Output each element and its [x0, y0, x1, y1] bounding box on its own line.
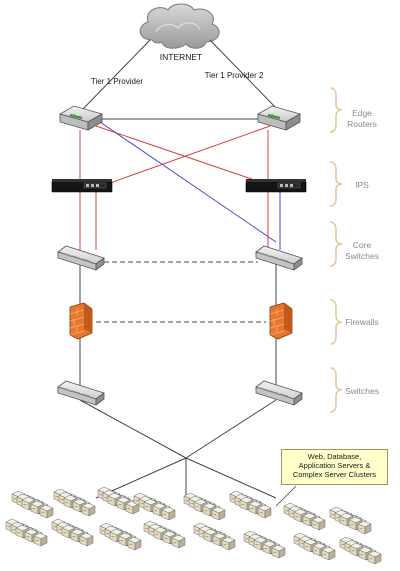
switch-icon-access-left — [57, 380, 105, 406]
server-icon — [357, 520, 372, 535]
tier-label-core: Core Switches — [345, 240, 379, 261]
server-icon — [81, 502, 96, 517]
svg-text:Switches: Switches — [345, 251, 379, 261]
server-icon — [161, 506, 176, 521]
firewall-icon-left — [69, 302, 93, 340]
server-icon — [79, 532, 94, 547]
callout-server-clusters: Web, Database, Application Servers & Com… — [281, 449, 388, 485]
tier-label-edge: Edge Routers — [347, 108, 377, 129]
ips-appliance-icon-right — [245, 178, 307, 193]
ips-appliance-icon-left — [51, 178, 113, 193]
router-icon-right — [257, 105, 301, 131]
server-icon — [39, 504, 54, 519]
tier-label-ips: IPS — [355, 180, 369, 190]
switch-icon-core-right — [255, 245, 303, 271]
tier-label-firewalls: Firewalls — [345, 317, 379, 327]
callout-line-2: Application Servers & — [298, 461, 371, 470]
bracket-core — [329, 221, 343, 267]
callout-line-1: Web, Database, — [307, 452, 362, 461]
switch-icon-access-right — [255, 380, 303, 406]
server-icon — [171, 534, 186, 549]
provider-links — [81, 39, 279, 111]
bracket-ips — [329, 161, 343, 207]
router-icon-left — [59, 105, 103, 131]
cloud-icon — [139, 3, 220, 49]
server-farm — [5, 486, 382, 565]
bracket-switches — [329, 367, 343, 413]
server-icon — [33, 532, 48, 547]
server-icon — [211, 506, 226, 521]
provider-right-label: Tier 1 Provider 2 — [205, 71, 264, 80]
bracket-firewalls — [329, 299, 343, 345]
server-icon — [367, 550, 382, 565]
server-icon — [311, 516, 326, 531]
server-icon — [221, 536, 236, 551]
svg-text:Core: Core — [353, 240, 372, 250]
svg-text:Edge: Edge — [352, 108, 372, 118]
svg-text:Firewalls: Firewalls — [345, 317, 379, 327]
svg-text:Routers: Routers — [347, 119, 377, 129]
tier-label-switches: Switches — [345, 386, 379, 396]
server-icon — [271, 544, 286, 559]
server-icon — [321, 546, 336, 561]
switch-icon-core-left — [57, 245, 105, 271]
internet-label: INTERNET — [160, 52, 203, 62]
server-icon — [127, 536, 142, 551]
provider-left-label: Tier 1 Provider — [91, 77, 144, 86]
svg-text:IPS: IPS — [355, 180, 369, 190]
bracket-edge — [329, 87, 343, 133]
server-icon — [257, 504, 272, 519]
svg-text:Switches: Switches — [345, 386, 379, 396]
callout-line-3: Complex Server Clusters — [292, 470, 377, 479]
firewall-icon-right — [269, 302, 293, 340]
inter-device-links — [79, 118, 297, 507]
